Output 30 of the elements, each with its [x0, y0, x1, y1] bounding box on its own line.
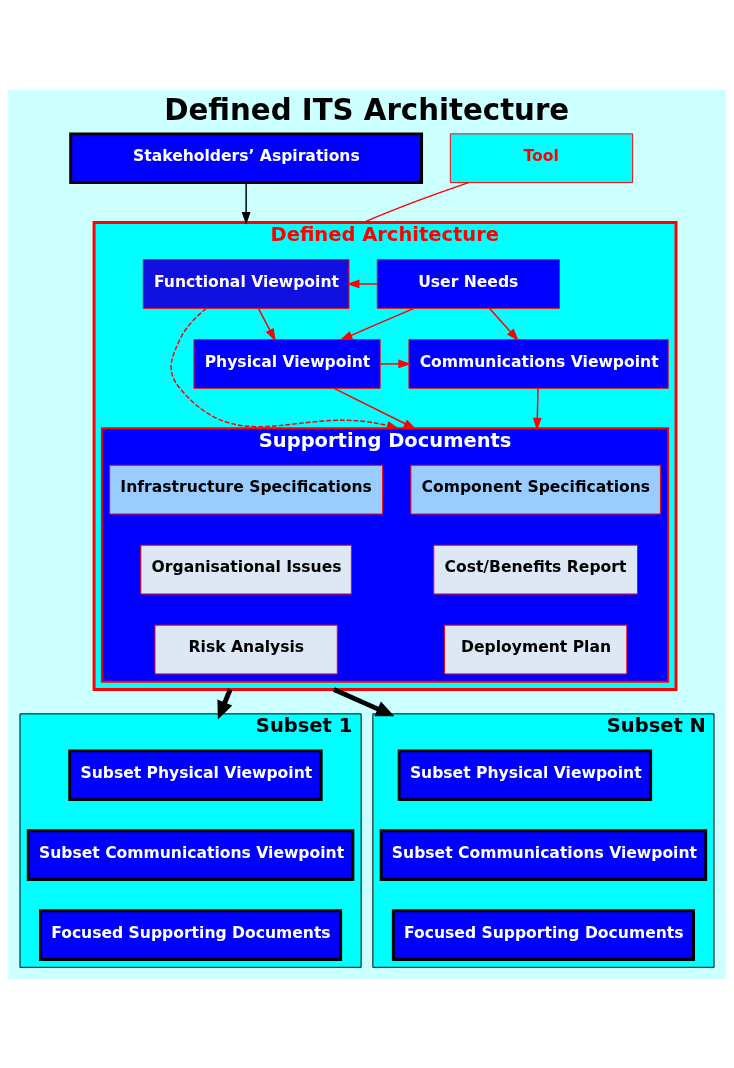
node-box: Focused Supporting Documents — [39, 908, 343, 961]
node-box: User Needs — [376, 258, 560, 309]
node-box: Infrastructure Specifications — [109, 464, 384, 514]
node-box: Deployment Plan — [444, 624, 628, 674]
node-box: Subset Communications Viewpoint — [379, 828, 708, 881]
diagram-title: Defined ITS Architecture — [164, 92, 570, 127]
node-box: Subset Communications Viewpoint — [26, 828, 355, 881]
arrow — [346, 279, 378, 288]
arrow — [333, 387, 417, 429]
node-box: Functional Viewpoint — [142, 258, 350, 309]
arrow — [339, 307, 415, 340]
arrow — [257, 307, 276, 341]
node-box: Cost/Benefits Report — [433, 544, 638, 594]
node-box: Component Specifications — [410, 464, 661, 514]
arrow — [332, 686, 395, 716]
node-box: Physical Viewpoint — [193, 338, 381, 389]
node-box: Communications Viewpoint — [408, 338, 669, 389]
arrow — [532, 387, 542, 430]
arrow — [241, 181, 251, 225]
arrow — [379, 358, 412, 368]
arrow — [488, 307, 519, 341]
connector — [362, 181, 470, 223]
node-box: Risk Analysis — [154, 624, 338, 674]
node-box: Stakeholders’ Aspirations — [69, 131, 424, 184]
node-box: Focused Supporting Documents — [391, 908, 695, 961]
node-box: Subset Physical Viewpoint — [68, 748, 323, 801]
node-box: Organisational Issues — [140, 544, 352, 594]
arrow — [170, 307, 400, 430]
node-box: Tool — [449, 132, 634, 183]
node-box: Subset Physical Viewpoint — [397, 748, 653, 801]
